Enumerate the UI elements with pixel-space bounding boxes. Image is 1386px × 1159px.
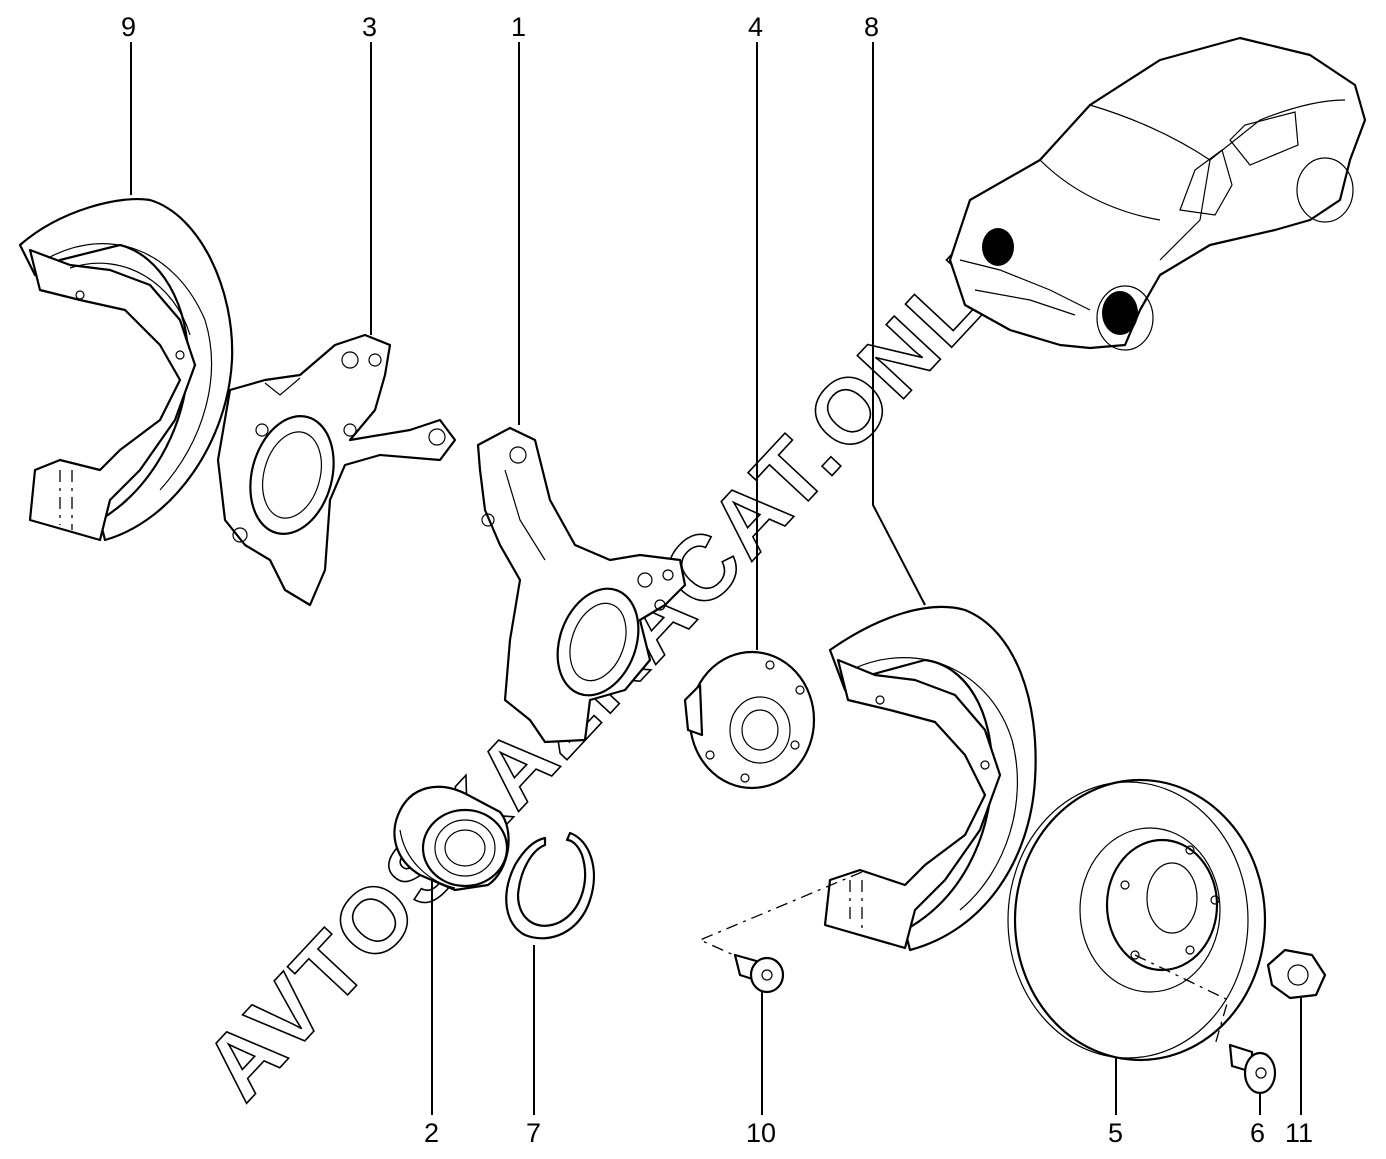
- steering-knuckle-rear: [216, 333, 457, 607]
- callout-11: 11: [1285, 1118, 1313, 1148]
- callout-numbers: 9 3 1 4 8 2 7 10 5 6 11: [121, 12, 1313, 1148]
- wheel-hub: [683, 650, 816, 790]
- wheel-bearing: [393, 785, 510, 892]
- callout-6: 6: [1250, 1118, 1265, 1148]
- splash-shield-left: [18, 198, 234, 542]
- callout-5: 5: [1108, 1118, 1123, 1148]
- callout-10: 10: [746, 1118, 776, 1148]
- hub-nut: [1266, 948, 1327, 1000]
- leader-lines: [130, 42, 1302, 1115]
- splash-shield-right: [823, 605, 1037, 952]
- callout-3: 3: [362, 12, 377, 42]
- front-right-wheel-marker: [1102, 291, 1138, 335]
- front-left-wheel-marker: [982, 228, 1014, 266]
- steering-knuckle-front: [476, 426, 687, 744]
- shield-bolt: [698, 871, 863, 994]
- disc-screw: [1134, 954, 1277, 1095]
- callout-7: 7: [526, 1118, 541, 1148]
- retaining-ring: [505, 831, 595, 940]
- callout-8: 8: [864, 12, 879, 42]
- car-location-thumbnail: [948, 36, 1367, 351]
- brake-disc: [1007, 778, 1267, 1062]
- callout-9: 9: [121, 12, 136, 42]
- callout-2: 2: [424, 1118, 439, 1148]
- callout-4: 4: [748, 12, 763, 42]
- callout-1: 1: [511, 12, 526, 42]
